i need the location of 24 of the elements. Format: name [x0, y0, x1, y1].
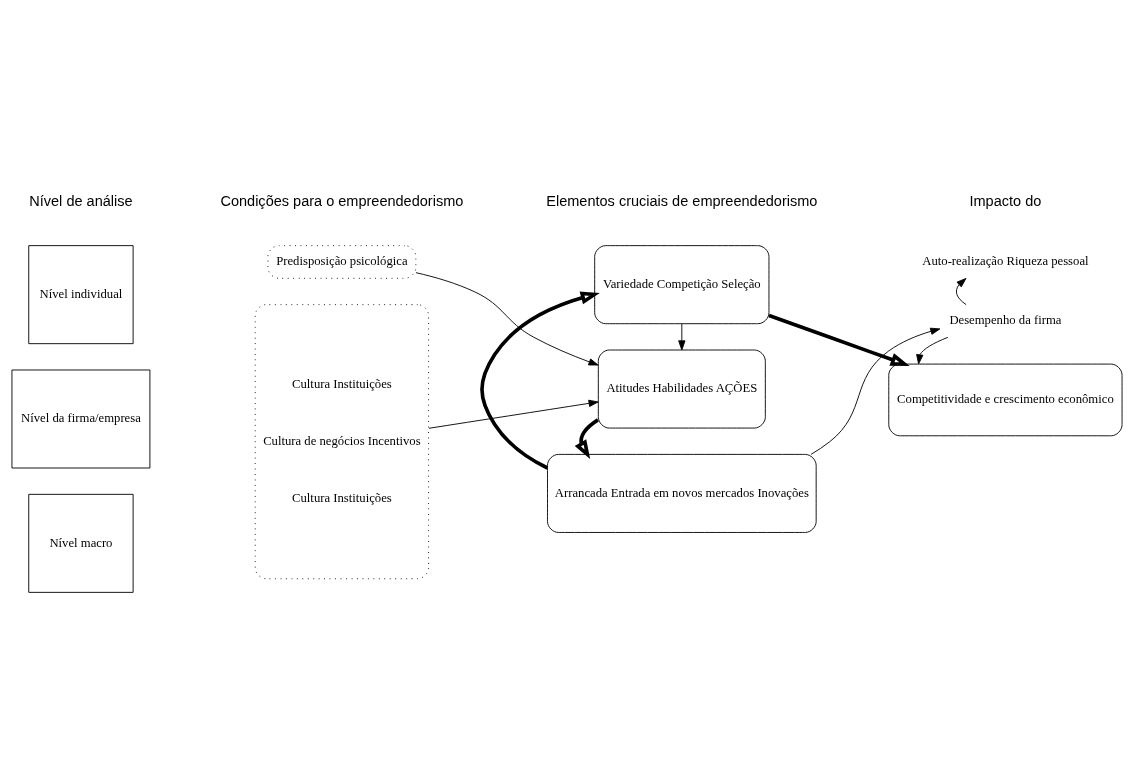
- node-text: Desempenho da firma: [949, 312, 1062, 327]
- node-box: Nível da firma/empresa: [11, 369, 151, 468]
- arrow: [810, 327, 941, 455]
- node-box: Cultura Instituições Cultura de negócios Incentivos Cultura Instituições: [254, 303, 430, 579]
- node-box: Predisposição psicológica: [267, 244, 417, 279]
- arrow: [480, 290, 600, 470]
- arrow: [574, 417, 599, 459]
- label: Impacto do: [969, 192, 1042, 209]
- label: Condições para o empreendedorismo: [220, 192, 464, 209]
- label: Nível de análise: [29, 192, 133, 209]
- arrow: [916, 336, 949, 364]
- node-box: Nível individual: [28, 244, 134, 344]
- label: Elementos cruciais de empreendedorismo: [546, 192, 818, 209]
- arrow: [768, 313, 910, 366]
- node-box: Arrancada Entrada em novos mercados Inovações: [547, 453, 817, 533]
- arrow: [428, 399, 599, 429]
- node-box: Nível macro: [28, 493, 134, 593]
- arrow: [415, 271, 599, 365]
- node-box: Variedade Competição Seleção: [594, 244, 770, 324]
- arrow: [678, 322, 686, 350]
- node-text: Auto-realização Riqueza pessoal: [922, 253, 1089, 268]
- node-box: Atitudes Habilidades AÇÕES: [597, 349, 766, 429]
- node-box: Competitividade e crescimento econômico: [888, 363, 1123, 436]
- arrow: [955, 277, 967, 305]
